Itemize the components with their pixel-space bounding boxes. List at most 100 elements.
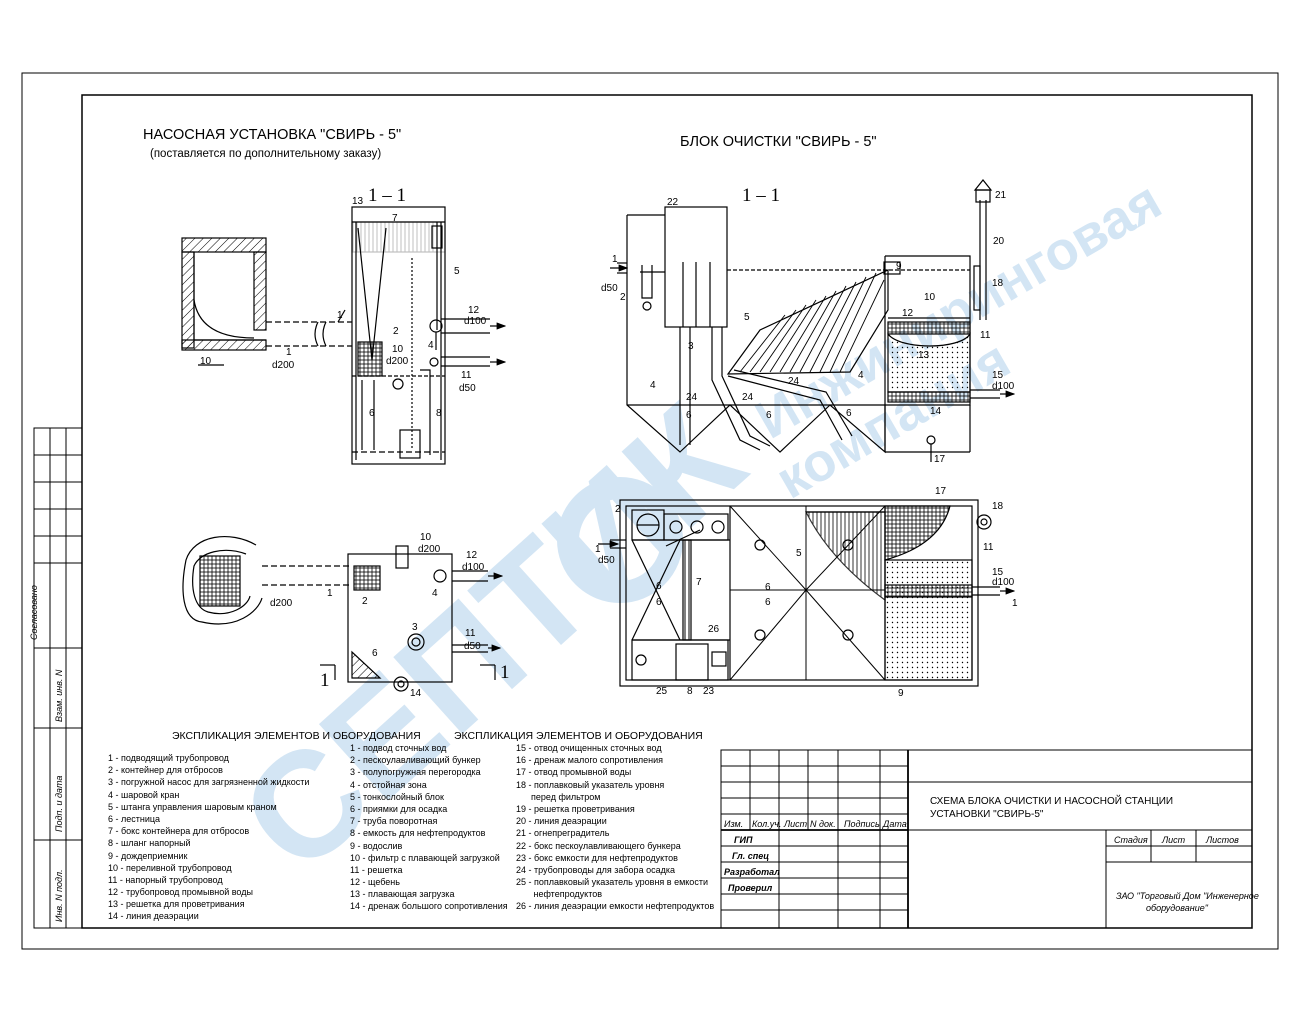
lbl-11-pump: 11 [461,370,472,381]
lbl-24-b: 24 [742,392,754,403]
lbl-8-plan: 8 [687,686,693,697]
legend-block-item: 25 - поплавковый указатель уровня в емко… [516,877,708,888]
lbl-d50-plan-block: d50 [598,555,615,566]
lbl-d200-plan2: d200 [270,598,293,609]
lbl-12-pump: 12 [468,305,480,316]
legend-pump-item: 10 - переливной трубопровод [108,862,232,873]
lbl-d50-pump: d50 [459,383,476,394]
lbl-6-block-a: 6 [686,410,692,421]
lbl-6-pump: 6 [369,408,375,419]
legend-pump-item: 5 - штанга управления шаровым краном [108,801,277,812]
lbl-9-plan: 9 [898,688,904,699]
legend-pump-heading: ЭКСПЛИКАЦИЯ ЭЛЕМЕНТОВ И ОБОРУДОВАНИЯ [172,730,421,742]
lbl-2-plan: 2 [362,596,368,607]
legend-pump-item: 2 - контейнер для отбросов [108,765,223,776]
lbl-17-plan: 17 [935,486,947,497]
lbl-10-block: 10 [924,292,936,303]
legend-pump-item: 13 - решетка для проветривания [108,899,245,910]
lbl-3-plan: 3 [412,622,418,633]
legend-block-item: 8 - емкость для нефтепродуктов [350,828,486,839]
lbl-9-block: 9 [896,261,902,272]
lbl-20: 20 [993,236,1005,247]
lbl-6-plan-b: 6 [656,597,662,608]
legend-block-item: 19 - решетка проветривания [516,803,635,814]
lbl-12-plan: 12 [466,550,478,561]
lbl-5-block: 5 [744,312,750,323]
tb-company-2: оборудование" [1146,903,1209,913]
lbl-4-plan: 4 [432,588,438,599]
lbl-22: 22 [667,197,679,208]
lbl-d100-block: d100 [992,381,1015,392]
lbl-24-c: 24 [788,376,800,387]
legend-block-item: 1 - подвод сточных вод [350,743,447,753]
lbl-d200-a: d200 [272,360,295,371]
legend-block-item: 20 - линия деаэрации [516,816,607,827]
lbl-d100-plan-block: d100 [992,577,1015,588]
lbl-23: 23 [703,686,715,697]
legend-pump-item: 12 - трубопровод промывной воды [108,887,253,898]
legend-block-item: 6 - приямки для осадка [350,803,448,814]
tb-role-razrab: Разработал [724,867,780,877]
legend-pump-item: 11 - напорный трубопровод [108,874,223,885]
legend-block-col2: 15 - отвод очищенных сточных вод 16 - др… [516,742,714,913]
tb-stage: Стадия [1114,835,1148,845]
lbl-11-block: 11 [980,330,991,341]
lbl-14-block: 14 [930,406,942,417]
lbl-10-plan: 10 [420,532,432,543]
lbl-13-pump: 13 [352,196,364,207]
tb-role-prover: Проверил [728,883,773,893]
legend-block-item: 14 - дренаж большого сопротивления [350,901,508,912]
legend-block-item: 16 - дренаж малого сопротивления [516,755,664,766]
lbl-15-plan: 15 [992,567,1004,578]
lbl-3-block: 3 [688,341,694,352]
block-plan-drawing [598,499,1016,687]
legend-block-item: 12 - щебень [350,877,400,888]
legend-block-item: 22 - бокс пескоулавливающего бункера [516,840,681,851]
lbl-1-plan-block: 1 [595,544,601,555]
lbl-12-block: 12 [902,308,914,319]
tb-role-gip: ГИП [734,835,753,845]
lbl-6-plan-c: 6 [765,582,771,593]
lbl-d200-plan: d200 [418,544,441,555]
lbl-10-pump: 10 [392,344,404,355]
section-label-right: 1 – 1 [742,185,780,206]
lbl-15-block: 15 [992,370,1004,381]
lbl-11-plan: 11 [465,628,476,639]
lbl-2-pump: 2 [393,326,399,337]
lbl-d100-pump: d100 [464,316,487,327]
lbl-4-block-b: 4 [858,370,864,381]
legend-block-item: перед фильтром [516,791,601,802]
legend-pump-item: 9 - дождеприемник [108,850,188,861]
legend-block-item: 9 - водослив [350,840,403,851]
lbl-4-block-a: 4 [650,380,656,391]
tb-role-glspec: Гл. спец [732,851,769,861]
block-title: БЛОК ОЧИСТКИ "СВИРЬ - 5" [680,134,877,150]
lbl-7-plan: 7 [696,577,702,588]
legend-block-item: 4 - отстойная зона [350,779,427,790]
legend-pump-item: 14 - линия деаэрации [108,911,199,922]
tb-hdr-list: Лист [783,819,808,829]
legend-block-item: нефтепродуктов [516,889,603,900]
lbl-4-pump: 4 [428,340,434,351]
lbl-1-pump-b: 1 [286,347,292,358]
pump-plan-drawing [182,536,504,692]
lbl-7-pump: 7 [392,213,398,224]
lbl-1-pump-a: 1 [337,310,343,321]
outer-frame [21,72,1279,950]
tb-hdr-kol: Кол.уч. [752,819,781,829]
tb-hdr-podpis: Подпись [844,819,880,829]
legend-block-item: 7 - труба поворотная [350,816,438,827]
legend-block-item: 18 - поплавковый указатель уровня [516,779,665,790]
block-section-drawing [610,179,1016,462]
lbl-d50-plan: d50 [464,641,481,652]
lbl-6-plan-a: 6 [656,581,662,592]
stamp-inv: Инв. N подл. [54,869,64,922]
legend-pump-item: 7 - бокс контейнера для отбросов [108,826,250,837]
pump-subtitle: (поставляется по дополнительному заказу) [150,148,381,160]
stamp-vzam: Взам. инв. N [54,669,64,722]
lbl-14-plan: 14 [410,688,422,699]
tb-sheet: Лист [1161,835,1186,845]
lbl-6-block-b: 6 [766,410,772,421]
stamp-podp: Подп. и дата [54,776,64,832]
lbl-18-plan: 18 [992,501,1004,512]
